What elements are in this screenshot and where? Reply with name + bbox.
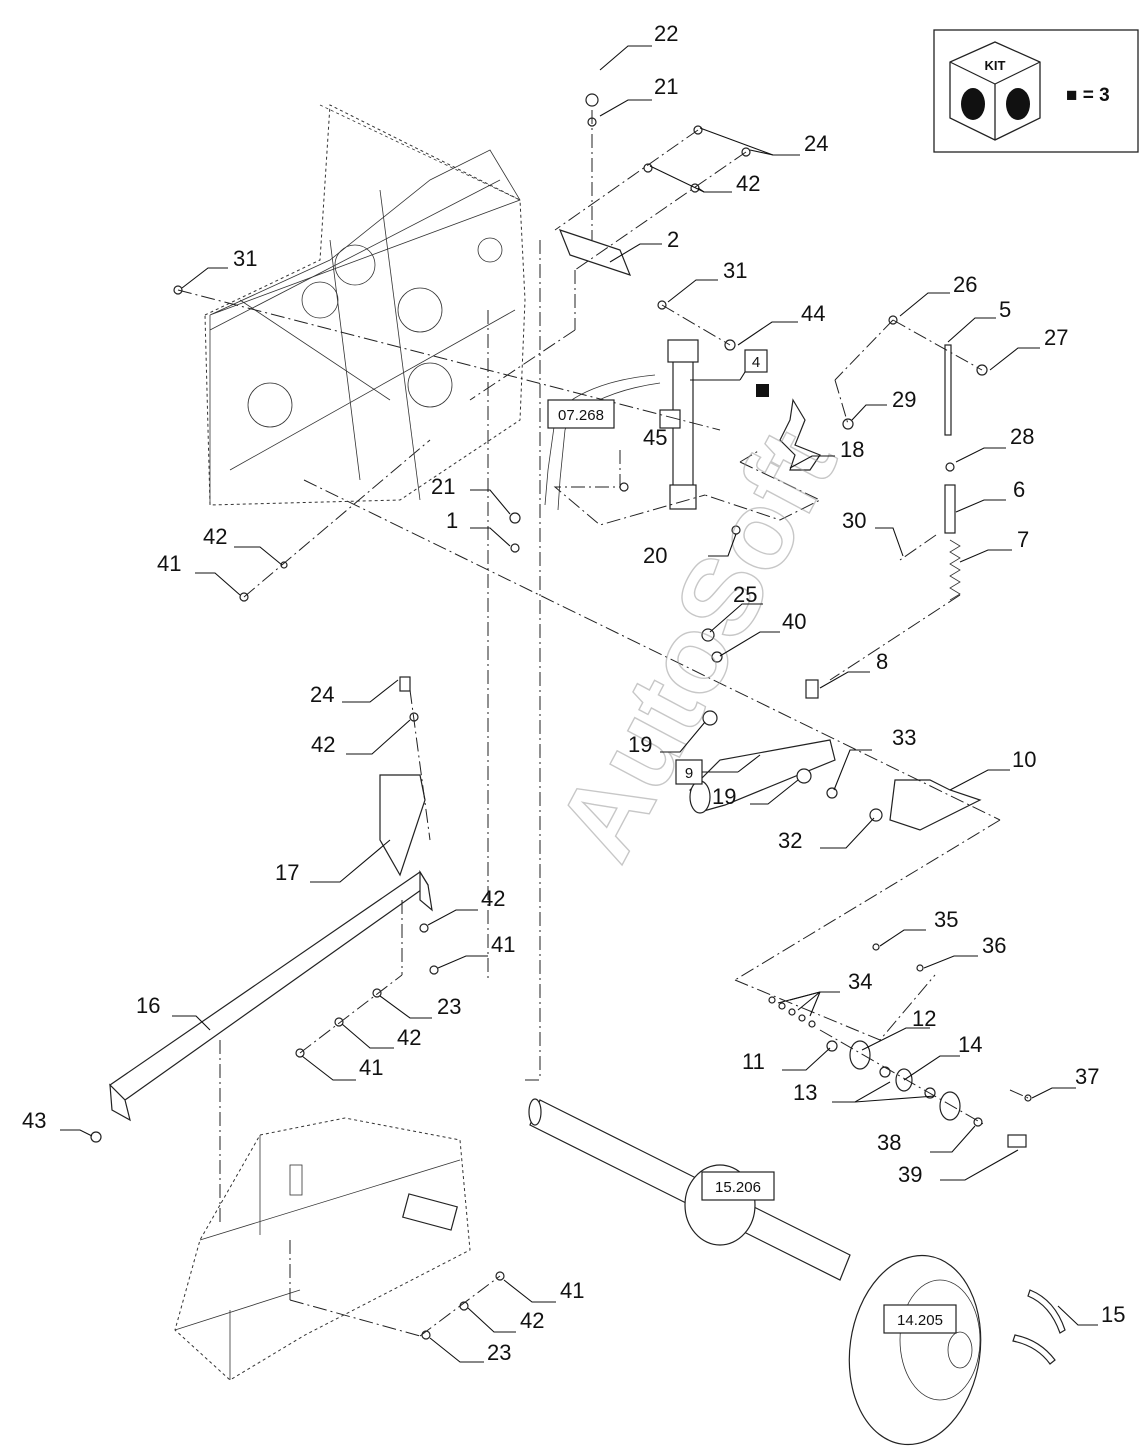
callout-10: 10 [1012, 747, 1036, 772]
lower-frame-drawing [174, 1117, 471, 1381]
callout-21-b: 21 [431, 474, 455, 499]
kit-label: KIT [985, 58, 1006, 73]
callout-43: 43 [22, 1108, 46, 1133]
callout-35: 35 [934, 907, 958, 932]
callout-20: 20 [643, 543, 667, 568]
callout-19-b: 19 [712, 784, 736, 809]
callout-36: 36 [982, 933, 1006, 958]
callout-41-e: 41 [560, 1278, 584, 1303]
callout-32: 32 [778, 828, 802, 853]
callout-13: 13 [793, 1080, 817, 1105]
fasteners [90, 93, 1032, 1340]
callout-41-frame: 41 [157, 551, 181, 576]
callout-1: 1 [446, 508, 458, 533]
callout-12: 12 [912, 1006, 936, 1031]
callout-15: 15 [1101, 1302, 1125, 1327]
callout-31-frame: 31 [233, 246, 257, 271]
ref-07268-label: 07.268 [558, 407, 604, 424]
axle-shaft-drawing [528, 1098, 1066, 1446]
callout-31-bracket: 31 [723, 258, 747, 283]
callout-24-b: 24 [310, 682, 334, 707]
callout-42-b: 42 [311, 732, 335, 757]
callout-41-d: 41 [359, 1055, 383, 1080]
assembly-lines [177, 110, 1029, 1337]
callout-19: 19 [628, 732, 652, 757]
callout-14: 14 [958, 1032, 982, 1057]
boxed-part-9-label: 9 [685, 765, 693, 782]
callout-5: 5 [999, 297, 1011, 322]
callout-44: 44 [801, 301, 825, 326]
ref-box-07268: 07.268 [547, 399, 615, 429]
ref-box-14205: 14.205 [883, 1304, 957, 1334]
callout-29: 29 [892, 387, 916, 412]
callout-21: 21 [654, 74, 678, 99]
callout-16: 16 [136, 993, 160, 1018]
boxed-part-4: 4 [690, 349, 769, 397]
callout-27: 27 [1044, 325, 1068, 350]
callout-42-d: 42 [397, 1025, 421, 1050]
callout-23-b: 23 [487, 1340, 511, 1365]
hydraulic-cylinder-drawing [544, 339, 699, 511]
ref-15206-label: 15.206 [715, 1179, 761, 1196]
callout-numbers: 22 21 24 42 2 31 31 44 26 5 27 29 45 18 … [22, 21, 1125, 1365]
header-frame-drawing [204, 104, 526, 506]
callout-45: 45 [643, 425, 667, 450]
kit-legend: KIT ■ = 3 [933, 29, 1139, 153]
callout-42-frame: 42 [203, 524, 227, 549]
boxed-part-9: 9 [675, 754, 761, 785]
callout-8: 8 [876, 649, 888, 674]
callout-33: 33 [892, 725, 916, 750]
callout-40: 40 [782, 609, 806, 634]
callout-2: 2 [667, 227, 679, 252]
callout-42-e: 42 [520, 1308, 544, 1333]
callout-37: 37 [1075, 1064, 1099, 1089]
callout-18: 18 [840, 437, 864, 462]
callout-6: 6 [1013, 477, 1025, 502]
callout-42-c: 42 [481, 886, 505, 911]
callout-42: 42 [736, 171, 760, 196]
ref-14205-label: 14.205 [897, 1312, 943, 1329]
callout-30: 30 [842, 508, 866, 533]
kit-legend-text: ■ = 3 [1066, 85, 1110, 106]
callout-24: 24 [804, 131, 828, 156]
lever-assembly-drawing [109, 229, 982, 1122]
callout-25: 25 [733, 582, 757, 607]
callout-7: 7 [1017, 527, 1029, 552]
callout-11: 11 [742, 1049, 765, 1074]
callout-34: 34 [848, 969, 872, 994]
callout-39: 39 [898, 1162, 922, 1187]
callout-17: 17 [275, 860, 299, 885]
ref-box-15206: 15.206 [701, 1171, 775, 1201]
callout-22: 22 [654, 21, 678, 46]
callout-leaders [60, 45, 1098, 1363]
callout-28: 28 [1010, 424, 1034, 449]
callout-41-c: 41 [491, 932, 515, 957]
boxed-part-4-label: 4 [752, 354, 760, 371]
callout-26: 26 [953, 272, 977, 297]
callout-38: 38 [877, 1130, 901, 1155]
callout-23: 23 [437, 994, 461, 1019]
